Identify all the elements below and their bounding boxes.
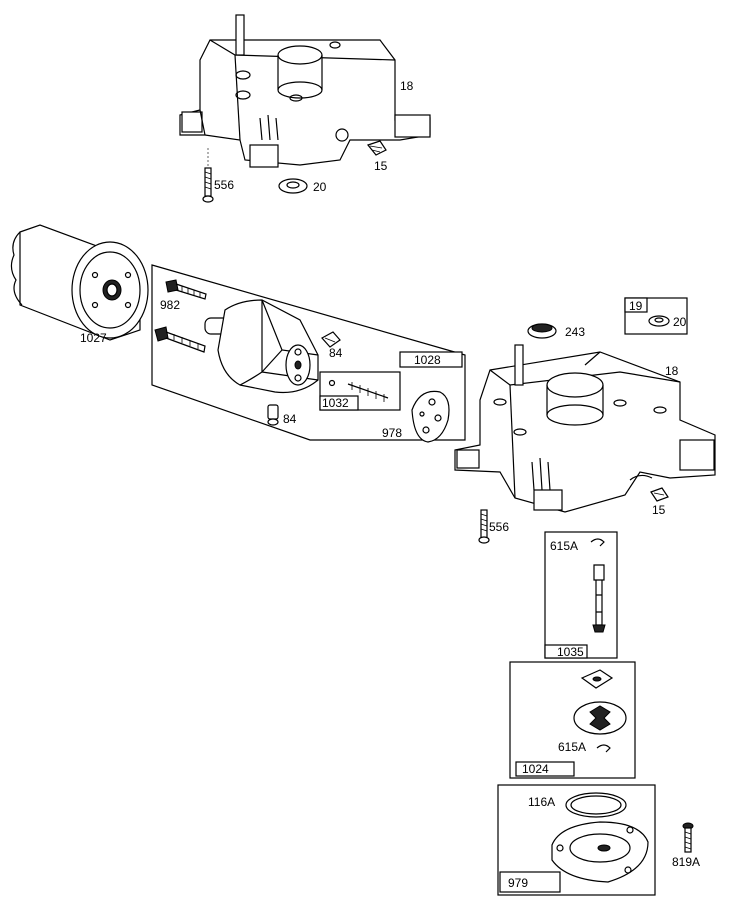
fitting-84-upper-part	[321, 331, 341, 348]
top-case-18-label: 18	[400, 79, 414, 93]
kit-1028-label: 1028	[414, 353, 441, 367]
oil-filter-part	[10, 224, 149, 341]
gasket-978-label: 978	[382, 426, 402, 440]
gasket-978-part	[411, 390, 450, 443]
kit-1024-label: 1024	[522, 762, 549, 776]
top-crankcase-part	[179, 14, 431, 168]
cap-243-label: 243	[565, 325, 585, 339]
cap-243-part	[527, 323, 557, 339]
top-seal-20-part	[278, 178, 308, 194]
plug-15-part	[650, 487, 669, 502]
oil-pump-housing-part	[204, 299, 319, 394]
plug-15-label: 15	[652, 503, 666, 517]
kit-1032-label: 1032	[322, 396, 349, 410]
screw-982-label: 982	[160, 298, 180, 312]
fitting-84-upper-label: 84	[329, 346, 343, 360]
fitting-84-lower-label: 84	[283, 412, 297, 426]
kit-1032-box	[319, 371, 401, 411]
kit-1035-label: 1035	[557, 645, 584, 659]
screw-982-part	[165, 279, 207, 300]
seal-20-label: 20	[673, 315, 687, 329]
kit-979-box	[497, 784, 656, 896]
kit-979-label: 979	[508, 876, 528, 890]
top-plug-15-label: 15	[374, 159, 388, 173]
screw-819A-label: 819A	[672, 855, 700, 869]
bolt-556-part	[478, 509, 490, 544]
crankcase-18-part	[454, 344, 716, 513]
fitting-84-lower-part	[267, 404, 279, 426]
pump-kit-outline	[151, 264, 466, 441]
screw-lower-part	[154, 326, 206, 353]
top-seal-20-label: 20	[313, 180, 327, 194]
kit-19-box	[624, 297, 688, 335]
screw-819A-part	[682, 822, 694, 853]
kit-1024-box	[509, 661, 636, 779]
crankcase-18-label: 18	[665, 364, 679, 378]
oil-filter-1027-label: 1027	[80, 331, 107, 345]
bolt-556-label: 556	[489, 520, 509, 534]
kit-1035-box	[544, 531, 618, 659]
kit-19-label: 19	[629, 299, 643, 313]
kit-1028-box	[399, 351, 463, 368]
ring-615A-lower-label: 615A	[558, 740, 586, 754]
oring-116A-label: 116A	[528, 795, 555, 809]
top-bolt-556-part	[202, 148, 214, 203]
top-plug-15-part	[366, 140, 387, 156]
top-bolt-556-label: 556	[214, 178, 234, 192]
ring-615A-upper-label: 615A	[550, 539, 578, 553]
